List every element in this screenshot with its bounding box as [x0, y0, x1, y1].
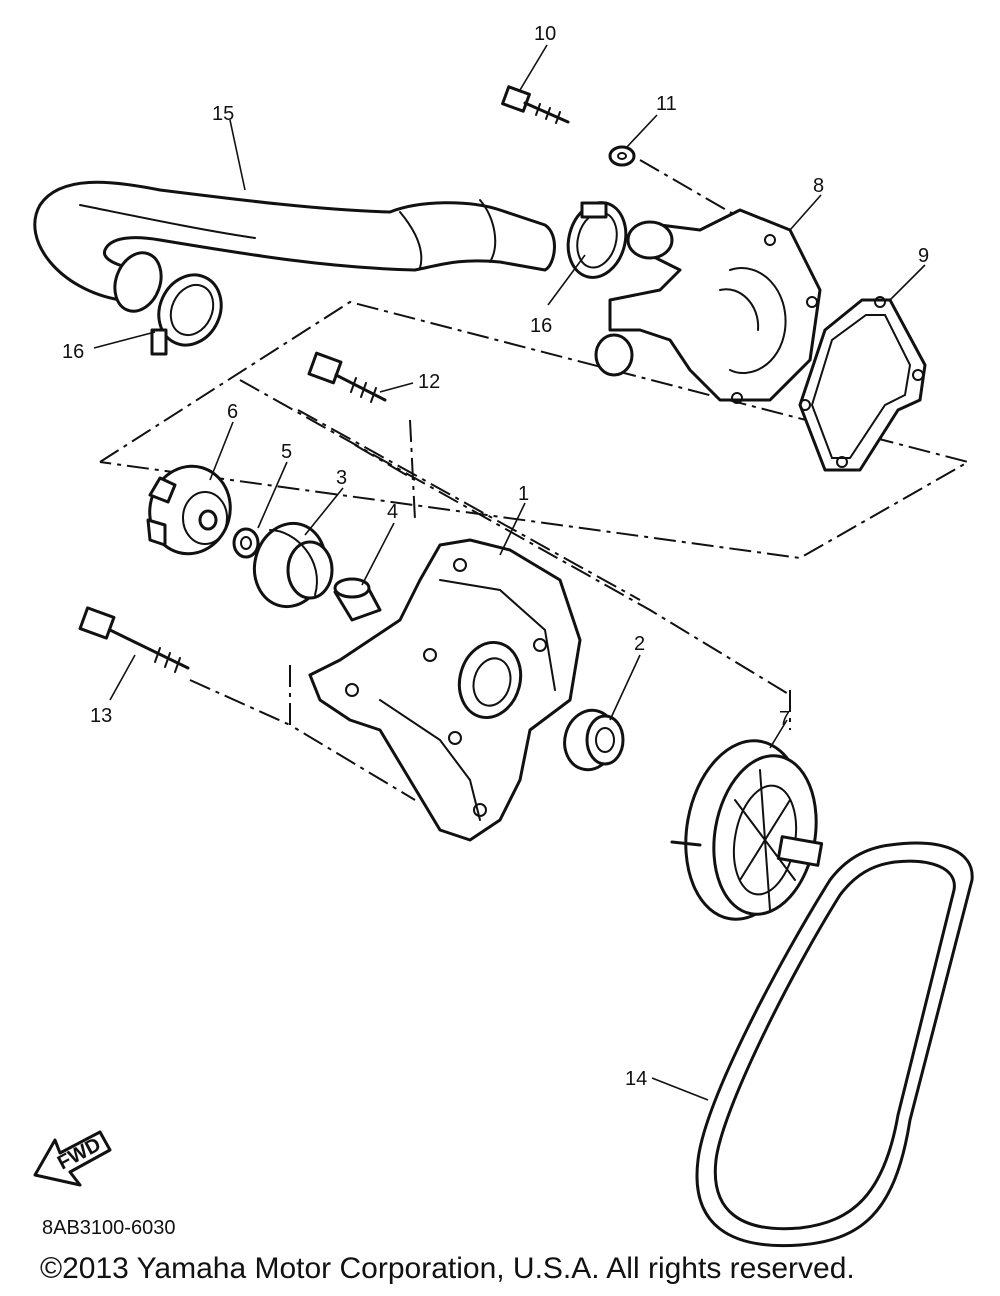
part-9-gasket	[798, 296, 927, 472]
callout-16-left: 16	[62, 341, 84, 363]
drawing-code: 8AB3100-6030	[42, 1217, 176, 1239]
callout-numbers: 1 2 3 4 5 6 7 8 9 10 11 12 13 14 15 16 1…	[62, 23, 929, 1090]
callout-9: 9	[918, 245, 929, 267]
callout-13: 13	[90, 705, 112, 727]
part-3-seal	[252, 521, 334, 609]
callout-16-right: 16	[530, 315, 552, 337]
part-5-washer	[232, 527, 260, 559]
part-7-pulley	[670, 739, 824, 921]
part-15-hose	[33, 180, 556, 313]
part-16-clamp-left	[150, 273, 223, 356]
callout-5: 5	[281, 441, 292, 463]
callout-2: 2	[634, 633, 645, 655]
part-8-pump-housing	[594, 208, 822, 404]
callout-14: 14	[625, 1068, 647, 1090]
part-4-collar	[333, 577, 382, 622]
callout-1: 1	[518, 483, 529, 505]
callout-11: 11	[656, 93, 677, 115]
callout-12: 12	[418, 371, 440, 393]
part-16-clamp-right	[566, 201, 628, 279]
callout-8: 8	[813, 175, 824, 197]
part-12-bolt	[307, 351, 387, 403]
copyright-notice: ©2013 Yamaha Motor Corporation, U.S.A. A…	[40, 1252, 855, 1285]
part-14-v-belt	[695, 841, 974, 1248]
callout-15: 15	[212, 103, 234, 125]
callout-4: 4	[387, 501, 398, 523]
part-11-washer	[608, 145, 636, 167]
part-6-impeller	[146, 464, 232, 556]
callout-3: 3	[336, 467, 347, 489]
assembly-guide-lines	[99, 159, 971, 801]
part-2-bearing	[563, 708, 625, 772]
part-10-bolt	[501, 85, 570, 124]
leader-lines	[93, 44, 926, 1101]
fwd-arrow-icon: FWD	[33, 1130, 112, 1187]
callout-7: 7	[779, 708, 790, 730]
part-13-bolt	[78, 606, 190, 673]
callout-10: 10	[534, 23, 556, 45]
part-1-pump-body	[308, 538, 582, 842]
callout-6: 6	[227, 401, 238, 423]
